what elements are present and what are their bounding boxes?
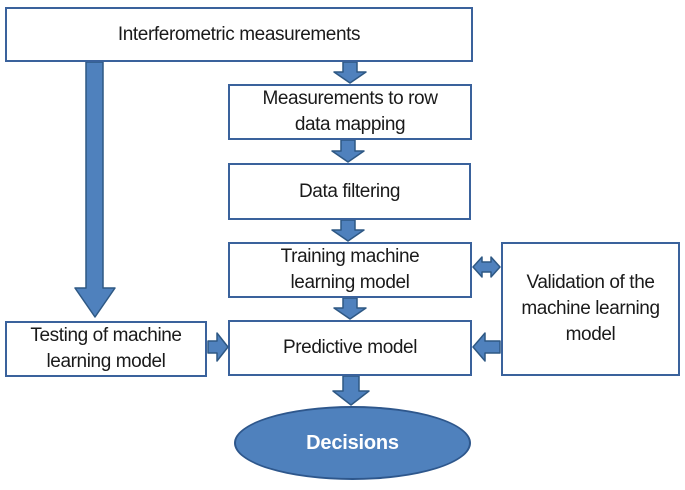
node-label: Predictive model (282, 337, 418, 358)
arrow-down-filtering-to-training-icon (331, 220, 365, 242)
node-label: Testing of machine learning model (30, 325, 182, 372)
node-data-filtering: Data filtering (228, 163, 471, 220)
node-label: Interferometric measurements (117, 23, 361, 45)
node-decisions: Decisions (234, 406, 471, 480)
arrow-down-mapping-to-filtering-icon (331, 140, 365, 163)
arrow-down-long-interferometric-to-testing-icon (74, 62, 116, 318)
node-predictive-model: Predictive model (228, 320, 472, 376)
arrow-down-predictive-to-decisions-icon (332, 376, 370, 406)
arrow-down-training-to-predictive-icon (333, 298, 367, 320)
node-label: Training machine learning model (280, 246, 420, 293)
arrow-bidirectional-training-validation-icon (472, 256, 501, 278)
node-testing-of-machine-learning-model: Testing of machine learning model (5, 321, 207, 377)
arrow-right-testing-to-predictive-icon (207, 332, 229, 362)
node-training-machine-learning-model: Training machine learning model (228, 242, 472, 298)
arrow-down-interferometric-to-mapping-icon (333, 62, 367, 84)
node-interferometric-measurements: Interferometric measurements (5, 7, 473, 62)
node-label: Validation of the machine learning model (521, 272, 660, 345)
node-label: Measurements to row data mapping (262, 88, 438, 135)
node-label: Data filtering (298, 180, 401, 202)
node-validation-of-machine-learning-model: Validation of the machine learning model (501, 242, 680, 376)
node-measurements-to-row-data-mapping: Measurements to row data mapping (228, 84, 472, 140)
arrow-left-validation-to-predictive-icon (472, 332, 501, 362)
node-label: Decisions (306, 431, 399, 454)
